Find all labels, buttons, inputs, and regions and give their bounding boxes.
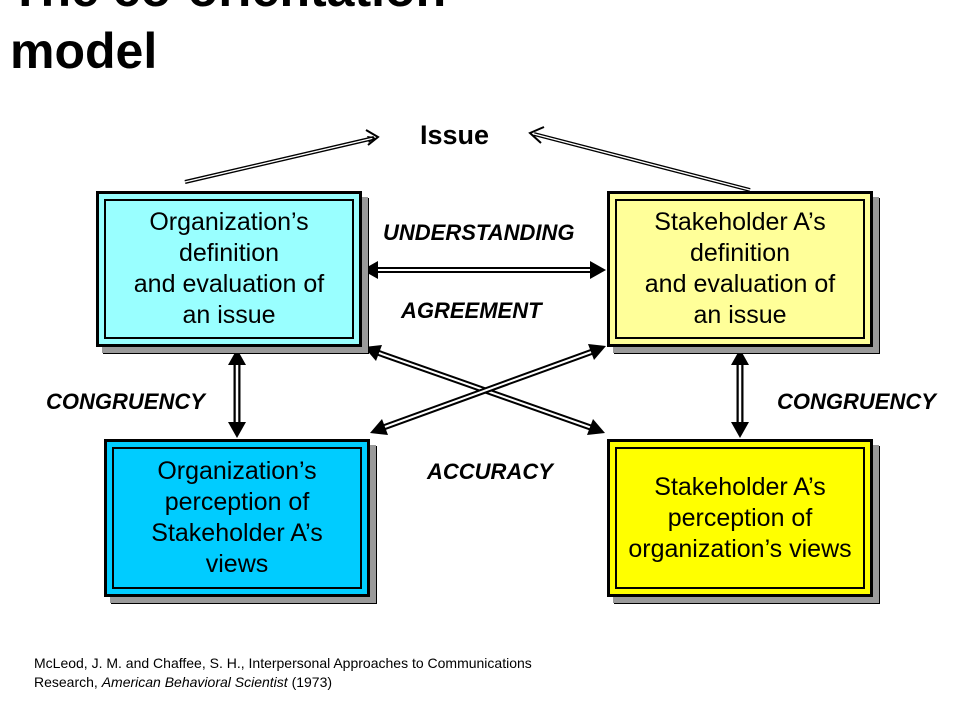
stakeholder-perception-line-2: perception of bbox=[667, 503, 813, 532]
citation-line-2-end: (1973) bbox=[287, 674, 333, 690]
page-title: The co-orientation model bbox=[10, 0, 446, 82]
congruency-right-label: CONGRUENCY bbox=[777, 389, 936, 414]
stakeholder-perception-line-3: organization’s views bbox=[628, 534, 852, 563]
citation-line-1: McLeod, J. M. and Chaffee, S. H., Interp… bbox=[34, 655, 532, 671]
org-definition-line-2: definition bbox=[178, 239, 280, 267]
citation-journal: American Behavioral Scientist bbox=[101, 674, 288, 690]
arrow-accuracy-diagonal-2 bbox=[370, 344, 606, 435]
org-perception-line-2: perception of bbox=[164, 488, 310, 516]
citation: McLeod, J. M. and Chaffee, S. H., Interp… bbox=[34, 654, 532, 692]
arrow-congruency-left bbox=[228, 349, 246, 438]
arrow-org-to-issue bbox=[184, 129, 380, 184]
arrow-understanding-agreement bbox=[362, 261, 606, 279]
citation-line-2-start: Research, bbox=[34, 674, 102, 690]
org-perception-line-1: Organization’s bbox=[157, 457, 317, 485]
org-definition-line-1: Organization’s bbox=[149, 208, 309, 236]
stakeholder-definition-line-4: an issue bbox=[693, 301, 787, 329]
stakeholder-perception-box: Stakeholder A’s perception of organizati… bbox=[607, 439, 873, 597]
congruency-left-label: CONGRUENCY bbox=[46, 389, 205, 414]
org-perception-line-3: Stakeholder A’s bbox=[151, 519, 323, 547]
stakeholder-perception-line-1: Stakeholder A’s bbox=[654, 472, 826, 501]
understanding-label: UNDERSTANDING bbox=[383, 220, 575, 245]
arrow-congruency-right bbox=[731, 349, 749, 438]
title-line-1: The co-orientation bbox=[10, 0, 446, 17]
accuracy-label: ACCURACY bbox=[427, 459, 553, 484]
arrow-stakeholder-to-issue bbox=[528, 126, 751, 192]
stakeholder-definition-line-2: definition bbox=[689, 239, 791, 267]
title-line-2: model bbox=[10, 23, 158, 79]
stakeholder-definition-line-3: and evaluation of bbox=[644, 270, 836, 298]
org-definition-line-3: and evaluation of bbox=[133, 270, 325, 298]
org-perception-line-4: views bbox=[205, 550, 269, 578]
stakeholder-definition-line-1: Stakeholder A’s bbox=[654, 208, 826, 236]
agreement-label: AGREEMENT bbox=[401, 298, 542, 323]
org-perception-box: Organization’s perception of Stakeholder… bbox=[104, 439, 370, 597]
org-definition-line-4: an issue bbox=[182, 301, 276, 329]
org-definition-box: Organization’s definition and evaluation… bbox=[96, 191, 362, 347]
issue-label: Issue bbox=[420, 120, 490, 150]
stakeholder-definition-box: Stakeholder A’s definition and evaluatio… bbox=[607, 191, 873, 347]
